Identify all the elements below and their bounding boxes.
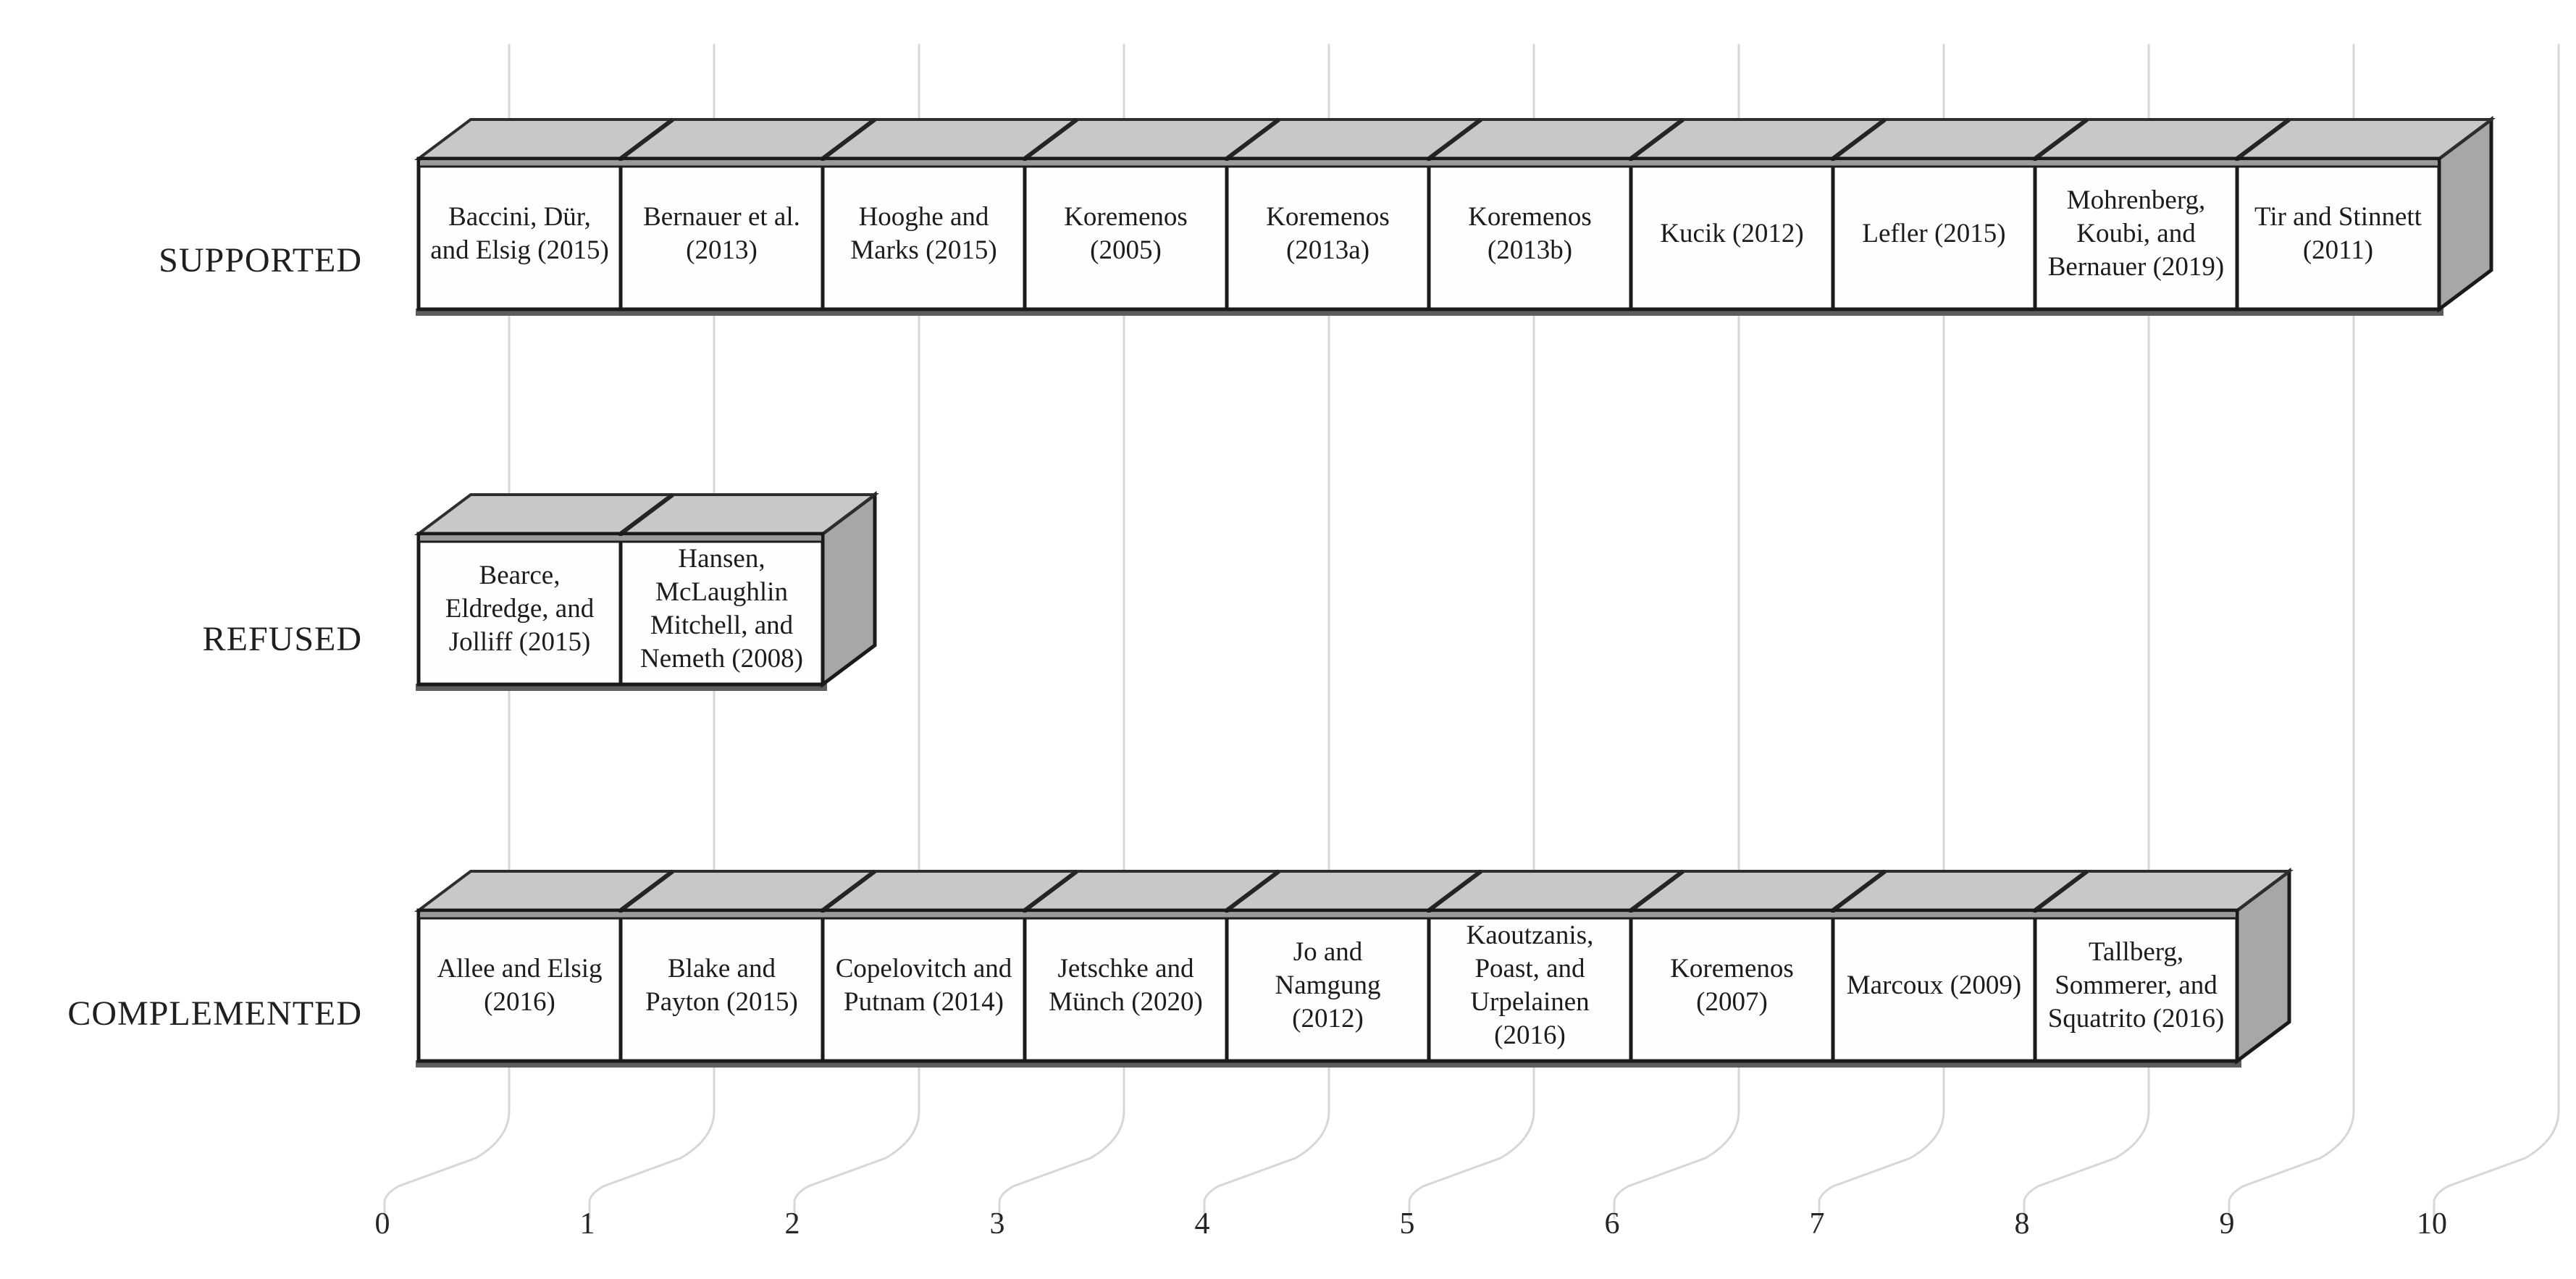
bar-segment-label: Blake and Payton (2015) [645,954,798,1017]
gridline [793,43,920,1220]
bar-segment [1831,156,2037,311]
row-label-refused: REFUSED [202,620,362,658]
bar-segment-label: Koremenos (2013b) [1468,202,1592,265]
top-face-divider [821,869,876,913]
bar-row-supported [414,116,2496,316]
bar-top-face [414,870,2294,912]
bar-segment-label: Lefler (2015) [1862,219,2006,248]
top-face-divider [821,117,876,161]
top-face-divider [1225,117,1280,161]
bar-bottom-edge [416,1060,2241,1068]
bar-bottom-edge [416,684,827,691]
gridline [1818,43,1945,1220]
top-face-divider [1427,869,1482,913]
bar-segment [821,908,1027,1063]
bar-segment [1023,156,1229,311]
bar-segment-label: Tir and Stinnett (2011) [2254,202,2422,265]
bar-bottom-edge [416,309,2443,316]
bar-segment [1629,156,1835,311]
x-tick-label: 0 [374,1207,390,1241]
top-face-divider [1832,869,1887,913]
gridline [2433,43,2560,1220]
bar-segment-label: Allee and Elsig (2016) [437,954,603,1017]
x-tick-label: 2 [784,1207,800,1241]
bar-segment [416,908,623,1063]
bar-segment [618,532,825,687]
x-tick-label: 9 [2219,1207,2235,1241]
top-face-divider [2034,117,2089,161]
bar-segment-label: Kaoutzanis, Poast, and Urpelainen (2016) [1466,921,1594,1050]
bar-segment [2033,908,2239,1063]
bar-top-bevel [420,913,2236,918]
bar-segment [416,532,623,687]
gridline [2023,43,2150,1220]
gridline [1613,43,1740,1220]
bar-top-bevel [420,536,821,541]
x-tick-label: 6 [1604,1207,1620,1241]
bar-segment [1427,156,1633,311]
x-tick-label: 5 [1399,1207,1415,1241]
gridline [998,43,1125,1220]
gridline [2228,43,2355,1220]
top-face-divider [1629,869,1685,913]
bar-segment [416,156,623,311]
gridlines-group [383,43,2560,1220]
bar-segment [1427,908,1633,1063]
bar-segment-label: Hooghe and Marks (2015) [850,202,997,265]
bar-segment-label: Bearce, Eldredge, and Jolliff (2015) [445,561,595,657]
bar-top-bevel [420,161,2438,166]
bar-segment-label: Copelovitch and Putnam (2014) [835,954,1012,1017]
bar-segment-label: Mohrenberg, Koubi, and Bernauer (2019) [2047,185,2225,282]
top-face-divider [619,117,674,161]
bar-segment [1225,156,1431,311]
bar-segment [2033,156,2239,311]
bar-segment-label: Koremenos (2007) [1670,954,1794,1017]
top-face-divider [619,869,674,913]
top-face-divider [1225,869,1280,913]
gridline [1203,43,1330,1220]
x-tick-label: 10 [2417,1207,2447,1241]
gridline [588,43,716,1220]
top-face-divider [1427,117,1482,161]
top-face-divider [1023,869,1078,913]
x-tick-label: 4 [1194,1207,1210,1241]
bar-segment-label: Hansen, McLaughlin Mitchell, and Nemeth … [639,544,804,674]
top-face-divider [2236,117,2291,161]
bar-segment-label: Jo and Namgung (2012) [1275,937,1381,1033]
x-tick-label: 1 [579,1207,595,1241]
bar-segment-label: Kucik (2012) [1660,219,1804,248]
top-face-divider [1832,117,1887,161]
bar-segment-label: Marcoux (2009) [1846,970,2022,1000]
bar-segment [1225,908,1431,1063]
x-tick-label: 7 [1809,1207,1825,1241]
bar-segment-label: Tallberg, Sommerer, and Squatrito (2016) [2047,937,2225,1033]
bar-segment [1831,908,2037,1063]
bar-segment [1023,908,1229,1063]
top-face-divider [1629,117,1685,161]
row-label-complemented: COMPLEMENTED [67,994,362,1033]
bar-segment-label: Bernauer et al. (2013) [643,202,800,265]
x-tick-label: 3 [989,1207,1005,1241]
x-tick-label: 8 [2014,1207,2030,1241]
gridline [1408,43,1535,1220]
bar-segment [2235,156,2441,311]
top-face-divider [1023,117,1078,161]
top-face-divider [619,492,674,536]
bar-segment-label: Koremenos (2013a) [1266,202,1390,265]
top-face-divider [2034,869,2089,913]
row-label-supported: SUPPORTED [159,241,362,280]
bar-segment [1629,908,1835,1063]
bar-row-complemented [414,868,2294,1068]
gridline [383,43,511,1220]
bar-segment-label: Jetschke and Münch (2020) [1049,954,1203,1017]
bar-segment-label: Koremenos (2005) [1064,202,1188,265]
bar-segment-label: Baccini, Dür, and Elsig (2015) [430,202,609,265]
bar-row-refused [414,491,879,691]
